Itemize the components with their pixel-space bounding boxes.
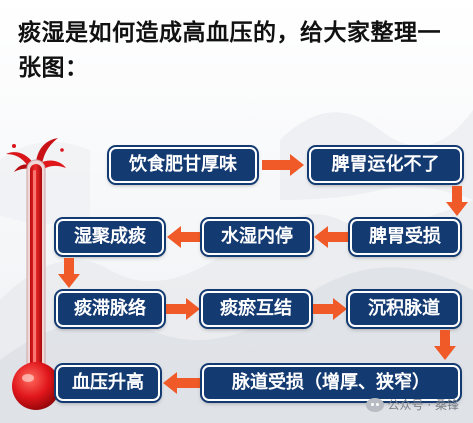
arrow-right-icon xyxy=(313,298,347,320)
arrow-down-icon xyxy=(434,330,456,360)
arrow-down-icon xyxy=(446,186,468,216)
arrow-left-icon xyxy=(163,372,201,394)
node-spleen-damage: 脾胃受损 xyxy=(350,219,460,255)
arrow-down-icon xyxy=(58,258,80,288)
node-diet: 饮食肥甘厚味 xyxy=(109,147,257,183)
thermometer-icon xyxy=(6,138,66,410)
watermark-text: 公众号 · 桑锋 xyxy=(387,398,459,412)
arrow-right-icon xyxy=(166,298,200,320)
wechat-icon xyxy=(365,397,384,412)
node-phlegm-block: 痰滞脉络 xyxy=(56,291,164,327)
node-phlegm-stasis: 痰瘀互结 xyxy=(201,291,311,327)
node-spleen-transform: 脾胃运化不了 xyxy=(309,147,462,183)
arrow-left-icon xyxy=(167,226,201,248)
arrow-left-icon xyxy=(314,226,348,248)
node-bp-rise: 血压升高 xyxy=(56,365,160,401)
arrow-right-icon xyxy=(262,154,304,176)
node-phlegm-form: 湿聚成痰 xyxy=(56,219,164,255)
node-internal-damp: 水湿内停 xyxy=(202,219,312,255)
watermark: 公众号 · 桑锋 xyxy=(365,396,459,413)
headline: 痰湿是如何造成高血压的，给大家整理一张图： xyxy=(18,20,441,81)
node-vessel-damage: 脉道受损（增厚、狭窄） xyxy=(202,365,460,401)
node-vessel-deposit: 沉积脉道 xyxy=(348,291,460,327)
